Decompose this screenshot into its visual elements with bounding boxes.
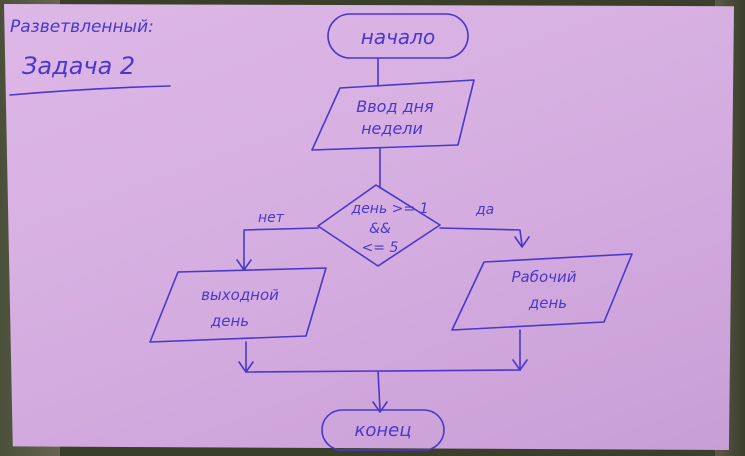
decision-diamond (317, 184, 441, 267)
input-label-line-1: Ввод дня (356, 97, 434, 116)
workday-label-line-1: Рабочий (511, 268, 576, 286)
arrow-merge-to-end (377, 370, 381, 411)
weekend-parallelogram (149, 267, 327, 343)
yes-branch-arrowhead (514, 236, 530, 248)
start-terminator (327, 13, 469, 59)
merge-line (245, 369, 521, 373)
input-label-line-2: недели (361, 119, 423, 138)
condition-line-2: && (369, 221, 391, 237)
yes-branch-line (439, 227, 523, 246)
workday-parallelogram (451, 253, 633, 331)
end-terminator (321, 409, 445, 451)
workday-label-line-2: день (528, 294, 567, 312)
condition-line-1: день >= 1 (351, 201, 429, 217)
note-underline (9, 85, 171, 96)
note-line-2: Задача 2 (22, 52, 135, 80)
input-parallelogram (311, 79, 475, 151)
note-line-1: Разветвленный: (10, 17, 154, 37)
start-label: начало (361, 25, 435, 49)
end-arrowhead (372, 401, 388, 413)
no-branch-line (243, 227, 319, 269)
weekend-label-line-1: выходной (201, 286, 279, 304)
end-label: конец (355, 420, 412, 441)
branch-yes-label: да (475, 202, 494, 218)
paper-sheet (4, 4, 734, 450)
weekend-label-line-2: день (210, 312, 249, 330)
branch-no-label: нет (258, 210, 285, 226)
condition-line-3: <= 5 (362, 240, 399, 256)
